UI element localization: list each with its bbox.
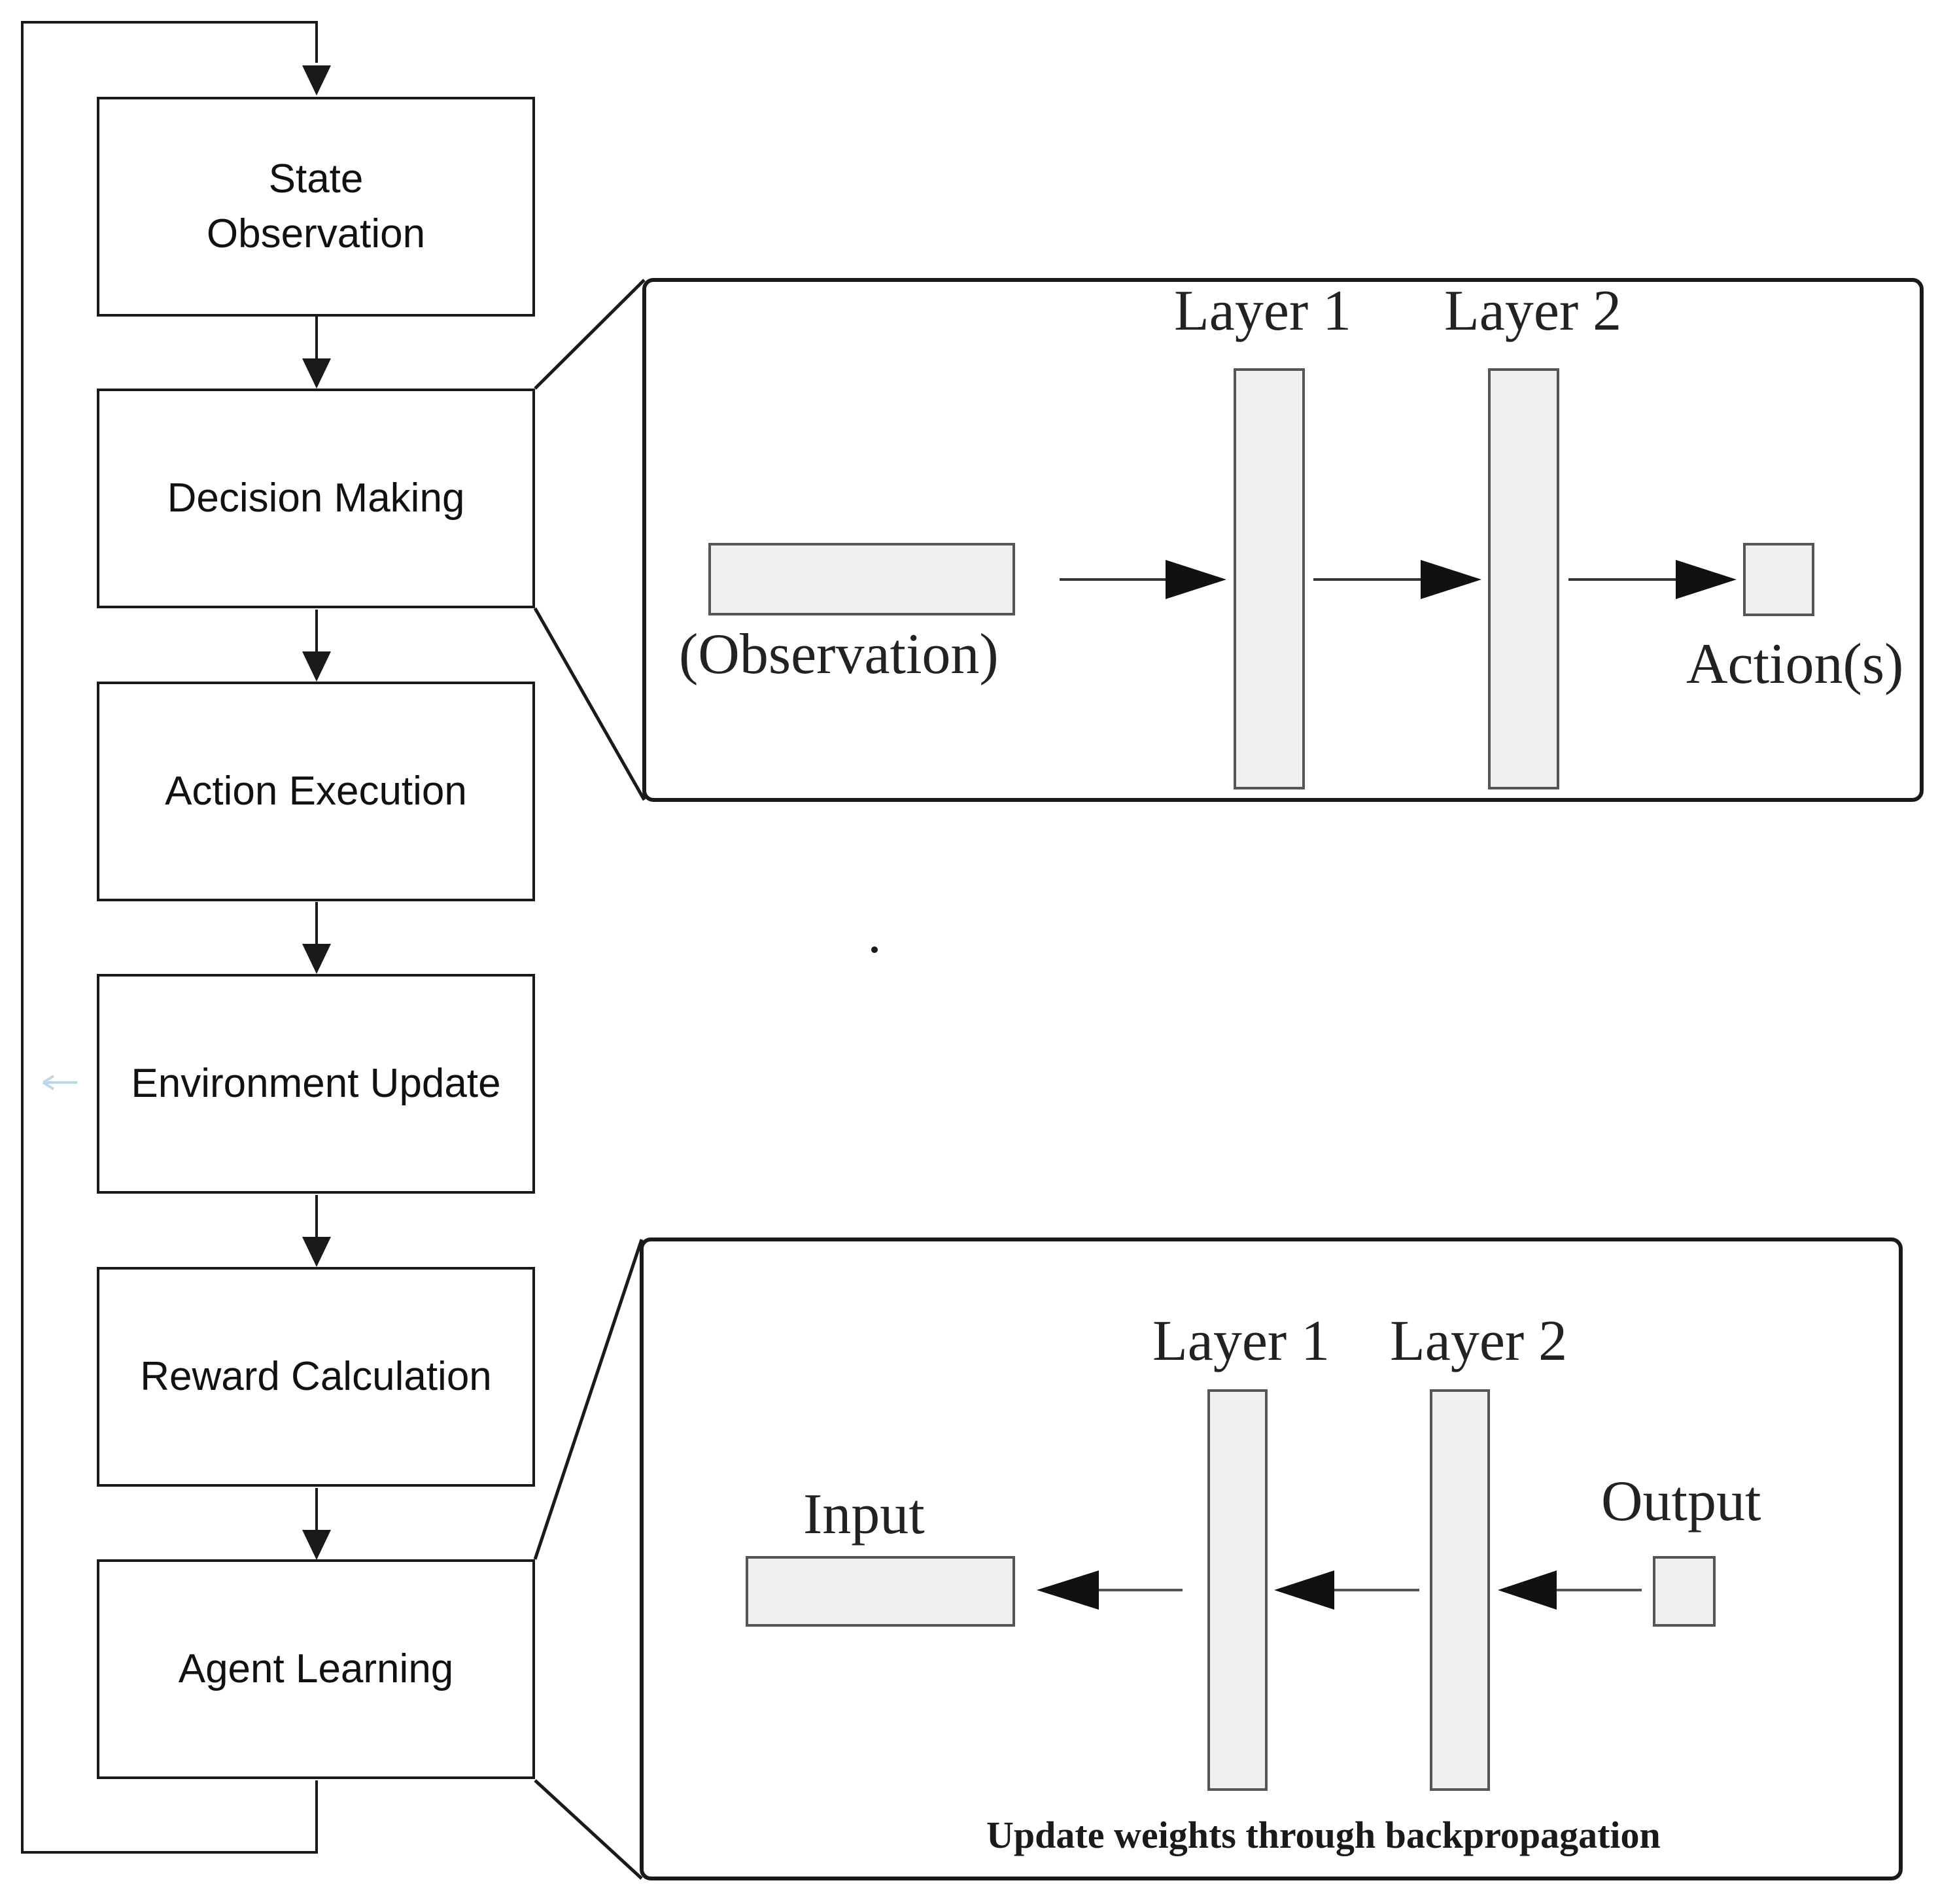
learning-layer1-label: Layer 1 — [1152, 1309, 1330, 1373]
learning-input-label: Input — [803, 1483, 925, 1546]
feedback-loop-line — [21, 21, 318, 1854]
faint-left-arrow-icon — [42, 1075, 77, 1090]
learning-layer1-node — [1207, 1389, 1268, 1791]
decision-network-panel — [642, 278, 1924, 802]
step-label: State Observation — [206, 156, 426, 256]
actions-label: Action(s) — [1686, 632, 1904, 696]
decision-layer2-label: Layer 2 — [1444, 279, 1622, 343]
decision-layer1-node — [1234, 368, 1305, 789]
zoom-line-decision-top — [534, 279, 646, 390]
step-state-observation: State Observation — [97, 97, 535, 317]
step-environment-update: Environment Update — [97, 974, 535, 1194]
learning-output-label: Output — [1601, 1470, 1761, 1533]
decision-layer2-node — [1488, 368, 1559, 789]
learning-output-node — [1653, 1556, 1716, 1627]
step-decision-making: Decision Making — [97, 389, 535, 608]
arrow-into-state-observation — [302, 65, 331, 95]
zoom-line-learning-top — [533, 1239, 644, 1560]
step-reward-calculation: Reward Calculation — [97, 1267, 535, 1487]
step-label: Environment Update — [131, 1061, 501, 1107]
learning-network-panel — [640, 1238, 1903, 1880]
step-label: Agent Learning — [178, 1646, 454, 1692]
step-label: Reward Calculation — [140, 1354, 492, 1400]
zoom-line-learning-bottom — [534, 1779, 643, 1880]
learning-input-node — [746, 1556, 1015, 1627]
step-label: Action Execution — [165, 769, 467, 814]
backpropagation-caption: Update weights through backpropagation — [986, 1814, 1661, 1856]
learning-layer2-label: Layer 2 — [1390, 1309, 1568, 1373]
observation-label: (Observation) — [679, 623, 999, 686]
learning-layer2-node — [1430, 1389, 1490, 1791]
step-label: Decision Making — [167, 476, 465, 521]
stray-dot — [871, 946, 878, 953]
decision-layer1-label: Layer 1 — [1174, 279, 1352, 343]
zoom-line-decision-bottom — [533, 607, 646, 801]
step-action-execution: Action Execution — [97, 682, 535, 901]
step-agent-learning: Agent Learning — [97, 1559, 535, 1779]
observation-input-node — [708, 543, 1015, 615]
action-output-node — [1743, 543, 1814, 616]
